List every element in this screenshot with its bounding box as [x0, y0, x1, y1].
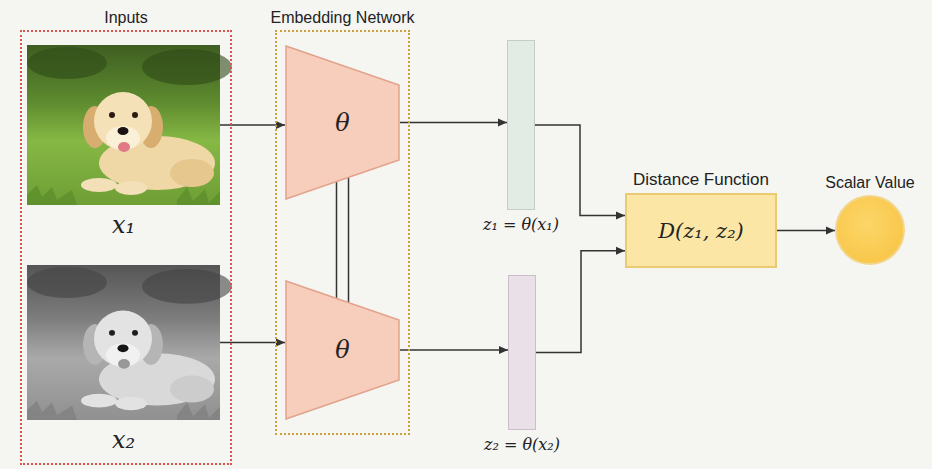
label-holder: z₂ = θ(x₂) [484, 435, 560, 454]
node-label: Inputs [104, 9, 148, 26]
embedding-vector: z₂ = θ(x₂) [508, 275, 536, 430]
connector-arrow [400, 349, 508, 351]
node-label: z₂ = θ(x₂) [484, 435, 560, 454]
node-label: Embedding Network [270, 9, 414, 26]
input-image: x₂ [27, 265, 220, 420]
encoder-trapezoid: θ [285, 45, 400, 200]
trapezoid-shape [286, 281, 399, 419]
connector-arrow [535, 125, 625, 216]
label-holder: Inputs [104, 9, 148, 27]
node-label: θ [335, 109, 349, 137]
connector-arrow [777, 230, 835, 232]
distance-box: Distance FunctionD(z₁, z₂) [625, 193, 777, 268]
dog-photo-gray [27, 265, 232, 420]
node-label: D(z₁, z₂) [658, 219, 744, 243]
node-label: x₁ [112, 211, 135, 239]
dog-photo [27, 45, 232, 205]
embedding-vector: z₁ = θ(x₁) [507, 40, 535, 210]
label-holder: Embedding Network [270, 9, 414, 27]
connector-arrow [400, 122, 507, 124]
label-holder: Distance Function [633, 170, 769, 190]
shared-weight-line [348, 178, 350, 302]
connector-arrow [536, 251, 625, 353]
node-label: Scalar Value [825, 174, 915, 191]
embedding-group: Embedding Networkθθ [275, 30, 410, 435]
node-label: Distance Function [633, 170, 769, 189]
node-label: z₁ = θ(x₁) [483, 215, 559, 234]
encoder-trapezoid: θ [285, 280, 400, 420]
shared-weight-line [336, 182, 338, 298]
label-holder: Scalar Value [825, 174, 915, 192]
input-group: Inputsx₁x₂ [20, 30, 232, 465]
input-image: x₁ [27, 45, 220, 205]
trapezoid-shape [286, 46, 399, 199]
connector-arrow [337, 178, 349, 302]
label-holder: x₁ [112, 211, 135, 239]
label-holder: z₁ = θ(x₁) [483, 215, 559, 234]
label-holder: x₂ [112, 426, 135, 454]
node-label: θ [335, 336, 349, 364]
node-label: x₂ [112, 426, 135, 454]
scalar-circle: Scalar Value [835, 195, 905, 265]
